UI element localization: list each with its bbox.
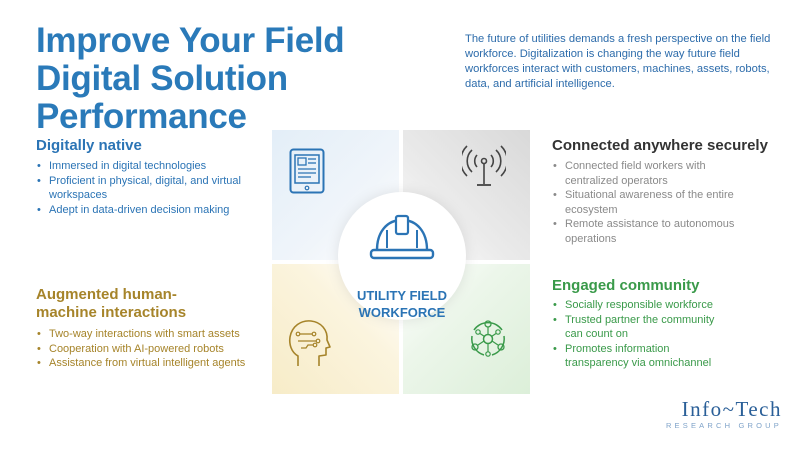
page-title: Improve Your Field Digital Solution Perf… (36, 21, 345, 136)
center-label-line1: UTILITY FIELD (356, 288, 448, 303)
augmented-title: Augmented human-machine interactions (36, 286, 187, 321)
connected-title: Connected anywhere securely (552, 137, 768, 154)
list-item: Remote assistance to autonomous operatio… (553, 217, 743, 246)
connected-list: Connected field workers with centralized… (553, 159, 743, 246)
list-item: Cooperation with AI-powered robots (37, 342, 272, 357)
list-item: Trusted partner the community can count … (553, 313, 728, 342)
intro-text: The future of utilities demands a fresh … (465, 33, 771, 90)
center-label-line2: WORKFORCE (358, 305, 446, 320)
augmented-list: Two-way interactions with smart assets C… (37, 327, 272, 371)
list-item: Connected field workers with centralized… (553, 159, 743, 188)
digitally-native-list: Immersed in digital technologies Profici… (37, 159, 265, 217)
engaged-title: Engaged community (552, 277, 700, 294)
list-item: Proficient in physical, digital, and vir… (37, 174, 265, 203)
list-item: Socially responsible workforce (553, 298, 728, 313)
list-item: Assistance from virtual intelligent agen… (37, 356, 272, 371)
list-item: Two-way interactions with smart assets (37, 327, 272, 342)
digitally-native-title: Digitally native (36, 137, 142, 154)
community-network-icon (471, 320, 505, 357)
logo-tagline: RESEARCH GROUP (665, 421, 782, 430)
list-item: Immersed in digital technologies (37, 159, 265, 174)
tablet-icon (289, 148, 325, 194)
center-label: UTILITY FIELD WORKFORCE (338, 287, 466, 321)
signal-tower-icon (462, 145, 506, 186)
info-tech-logo: Info~Tech (681, 397, 782, 421)
list-item: Situational awareness of the entire ecos… (553, 188, 743, 217)
hard-hat-icon (369, 214, 435, 260)
list-item: Adept in data-driven decision making (37, 203, 265, 218)
engaged-list: Socially responsible workforce Trusted p… (553, 298, 728, 371)
brain-circuit-icon (288, 320, 331, 366)
list-item: Promotes information transparency via om… (553, 342, 728, 371)
